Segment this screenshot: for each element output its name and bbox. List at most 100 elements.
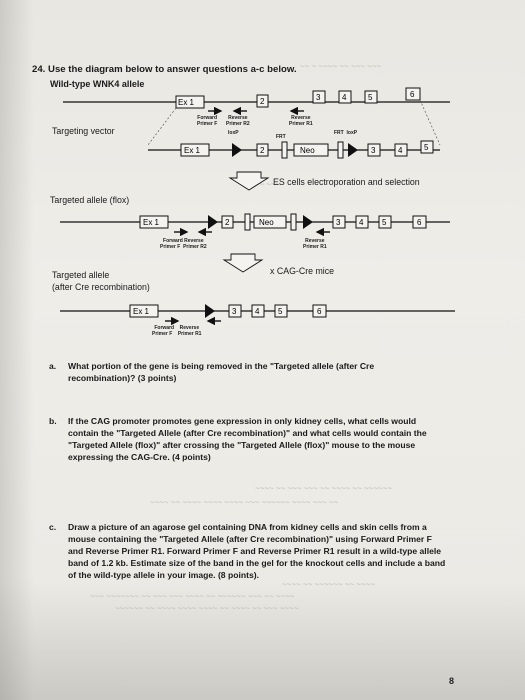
tv-exon-1-box — [180, 143, 210, 157]
targeted-cre-label-1: Targeted allele — [52, 270, 110, 280]
bleed-through-text: ~~~ ~~~ — [250, 180, 281, 189]
cre-exon-3-label: 3 — [232, 307, 237, 316]
wt-exon-6-label: 6 — [410, 90, 415, 99]
flox-frt-right — [290, 213, 297, 231]
question-title: Use the diagram below to answer question… — [48, 64, 297, 75]
part-b-line4: expressing the CAG-Cre. (4 points) — [68, 452, 211, 462]
page-number: 8 — [449, 676, 455, 686]
bleed-through-text: ~~~~ ~~ ~~~~~~ ~~ ~~~~ — [282, 580, 375, 589]
tv-exon-2-label: 2 — [260, 146, 265, 155]
bleed-through-text: ~~ ~ ~~~~ ~~ ~~~ ~~~ — [300, 62, 382, 71]
es-cells-step-label: ES cells electroporation and selection — [273, 177, 420, 187]
cre-exon-5-label: 5 — [278, 307, 283, 316]
primer-r2-label: Reverse Primer R2 — [226, 115, 250, 127]
cre-exon-6-label: 6 — [317, 307, 322, 316]
targeted-cre-label-2: (after Cre recombination) — [52, 282, 150, 292]
question-number: 24. — [32, 64, 46, 75]
targeted-flox-label: Targeted allele (flox) — [50, 195, 130, 205]
wt-exon-1-label: Ex 1 — [178, 98, 195, 107]
bleed-through-text: ~~~~~~ ~~ ~~~~ ~~~~ ~~~~ ~~ ~~~~ ~~ ~~~ … — [115, 604, 299, 613]
flox-exon-3-label: 3 — [336, 218, 341, 227]
flox-exon-5-box — [378, 215, 392, 229]
loxp-label: loxP — [228, 130, 239, 136]
wt-exon-5-box — [364, 90, 378, 104]
flox-neo-label: Neo — [259, 218, 274, 227]
part-b-line3: "Targeted Allele (flox)" after crossing … — [68, 440, 416, 450]
cre-exon-3-box — [228, 304, 242, 318]
flox-exon-2-label: 2 — [225, 218, 230, 227]
flox-frt-left — [244, 213, 251, 231]
part-a-marker: a. — [49, 361, 57, 371]
wt-exon-4-label: 4 — [342, 93, 347, 102]
bleed-through-text: ~~~ ~~~~~~~ ~~ ~~~ ~~~ ~~~~ ~~ ~~~~~~ ~~… — [90, 592, 295, 601]
step-down-arrow-1 — [228, 171, 270, 191]
flox-exon-6-box — [412, 215, 427, 229]
part-c-line1: Draw a picture of an agarose gel contain… — [68, 522, 427, 532]
targeting-vector-label: Targeting vector — [52, 126, 115, 136]
cre-exon-1-label: Ex 1 — [133, 307, 150, 316]
cag-cre-step-label: x CAG-Cre mice — [270, 266, 335, 276]
primer-r1-label: Reverse Primer R1 — [289, 115, 313, 127]
cre-loxp-triangle — [205, 304, 215, 318]
frt-loxp-label: FRT loxP — [334, 130, 358, 136]
tv-exon-2-box — [256, 143, 269, 157]
bleed-through-text: ~~~~ ~~ ~~~~ ~~~~ ~~~~ ~~~ ~~~~~~ ~~~~ ~… — [150, 498, 339, 507]
flox-exon-2-box — [221, 215, 234, 229]
tv-exon-3-label: 3 — [371, 146, 376, 155]
part-b-line1: If the CAG promoter promotes gene expres… — [68, 416, 417, 426]
part-c-line2: mouse containing the "Targeted Allele (a… — [68, 534, 432, 544]
wild-type-label: Wild-type WNK4 allele — [50, 79, 145, 89]
cre-primer-label: Forward Reverse Primer F Primer R1 — [152, 325, 202, 337]
tv-frt-right — [337, 141, 344, 159]
page-shadow-bottom — [0, 580, 525, 700]
part-c-line3: and Reverse Primer R1. Forward Primer F … — [68, 546, 442, 556]
flox-primer-r1-label: Reverse Primer R1 — [303, 238, 327, 250]
flox-exon-1-box — [139, 215, 169, 229]
cre-exon-6-box — [312, 304, 327, 318]
cre-exon-4-box — [251, 304, 265, 318]
part-b-line2: contain the "Targeted Allele (after Cre … — [68, 428, 427, 438]
flox-exon-6-label: 6 — [417, 218, 422, 227]
wt-exon-3-box — [312, 90, 326, 104]
flox-loxp-triangle — [208, 215, 218, 229]
tv-exon-5-box — [420, 140, 434, 154]
part-c-line4: band of 1.2 kb. Estimate size of the ban… — [68, 558, 446, 568]
part-a-line1: What portion of the gene is being remove… — [68, 361, 375, 371]
part-b-marker: b. — [49, 416, 57, 426]
tv-loxp-triangle — [232, 143, 242, 157]
flox-exon-3-box — [332, 215, 346, 229]
flox-exon-5-label: 5 — [382, 218, 387, 227]
part-c-line5: of the wild-type allele in your image. (… — [68, 570, 259, 580]
question-header: 24. Use the diagram below to answer ques… — [32, 64, 297, 75]
tv-exon-4-box — [394, 143, 408, 157]
homology-guide-line — [147, 107, 177, 146]
tv-frt-left — [281, 141, 288, 159]
wt-exon-2-box — [256, 94, 269, 108]
tv-exon-4-label: 4 — [398, 146, 403, 155]
tv-loxp-triangle-right — [348, 143, 358, 157]
step-down-arrow-2 — [222, 253, 264, 273]
flox-exon-4-box — [355, 215, 369, 229]
tv-exon-1-label: Ex 1 — [184, 146, 201, 155]
wt-exon-3-label: 3 — [316, 93, 321, 102]
flox-loxp-triangle-right — [303, 215, 313, 229]
cre-exon-4-label: 4 — [255, 307, 260, 316]
tv-exon-3-box — [367, 143, 381, 157]
bleed-through-text: ~~~~ ~~ ~~~ ~~~ ~~ ~~~~ ~~ ~~~~~~ — [255, 484, 393, 493]
flox-exon-1-label: Ex 1 — [143, 218, 160, 227]
wt-exon-4-box — [338, 90, 352, 104]
cre-exon-1-box — [129, 304, 159, 318]
wt-exon-6-box — [405, 87, 421, 101]
tv-neo-label: Neo — [300, 146, 315, 155]
wt-exon-2-label: 2 — [260, 97, 265, 106]
frt-label: FRT — [276, 134, 286, 140]
tv-exon-5-label: 5 — [424, 143, 429, 152]
page-shadow-left — [0, 0, 34, 700]
part-a-line2: recombination)? (3 points) — [68, 373, 177, 383]
primer-f-label: Forward Primer F — [197, 115, 218, 127]
flox-neo-box — [253, 215, 287, 229]
homology-guide-line — [419, 99, 441, 146]
tv-neo-box — [293, 143, 329, 157]
flox-primer-fr-label: Forward Reverse Primer F Primer R2 — [160, 238, 207, 250]
